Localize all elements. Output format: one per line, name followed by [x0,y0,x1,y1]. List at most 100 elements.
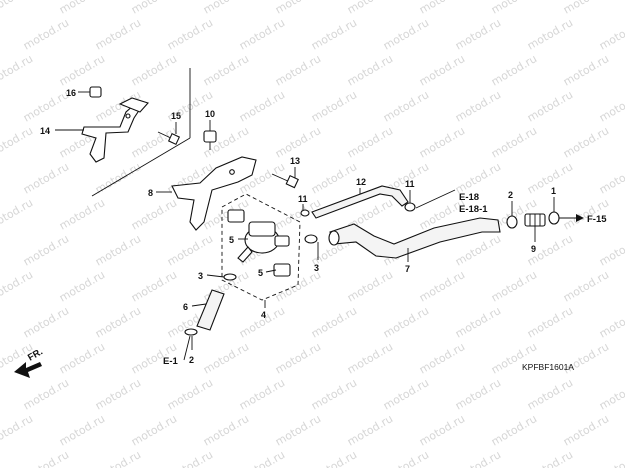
watermark-text: motod.ru [93,376,143,412]
watermark-text: motod.ru [129,0,179,17]
watermark-text: motod.ru [597,304,625,340]
watermark-text: motod.ru [201,412,251,448]
watermark-text: motod.ru [57,340,107,376]
callout-11-right: 11 [405,179,415,189]
watermark-text: motod.ru [489,268,539,304]
watermark-text: motod.ru [561,412,611,448]
watermark-text: motod.ru [525,16,575,52]
watermark-text: motod.ru [237,448,287,468]
watermark-text: motod.ru [21,448,71,468]
watermark-text: motod.ru [93,16,143,52]
callout-8: 8 [148,188,153,198]
watermark-text: motod.ru [417,0,467,17]
bolt-15 [157,131,181,146]
watermark-text: motod.ru [129,412,179,448]
hose-12 [311,185,409,219]
watermark-text: motod.ru [201,52,251,88]
watermark-text: motod.ru [525,448,575,468]
watermark-text: motod.ru [489,124,539,160]
watermark-text: motod.ru [129,196,179,232]
watermark-text: motod.ru [237,376,287,412]
watermark-text: motod.ru [201,0,251,17]
watermark-text: motod.ru [309,304,359,340]
watermark-text: motod.ru [0,196,35,232]
clip-2-lower [184,328,198,336]
watermark-text: motod.ru [165,448,215,468]
watermark-text: motod.ru [0,0,35,17]
watermark-text: motod.ru [453,16,503,52]
callout-15: 15 [171,111,181,121]
watermark-text: motod.ru [21,88,71,124]
watermark-text: motod.ru [597,88,625,124]
callout-labels: 16 14 15 10 8 13 11 5 5 3 3 4 6 2 12 11 … [40,88,556,365]
callout-16: 16 [66,88,76,98]
bracket-14 [81,97,149,163]
watermark-text: motod.ru [21,376,71,412]
front-arrow-icon [14,362,42,378]
watermark-text: motod.ru [309,376,359,412]
watermark-text: motod.ru [21,16,71,52]
ref-e-18-1: E-18-1 [459,204,488,215]
clip-2-right [506,215,518,229]
ref-e-1: E-1 [163,356,179,367]
watermark-text: motod.ru [381,304,431,340]
watermark-text: motod.ru [381,448,431,468]
watermark-text: motod.ru [417,124,467,160]
ref-e-18: E-18 [459,192,479,203]
watermark-text: motod.ru [273,52,323,88]
watermark-text: motod.ru [273,412,323,448]
callout-14: 14 [40,126,50,136]
watermark-text: motod.ru [57,52,107,88]
watermark-text: motod.ru [345,0,395,17]
watermark-text: motod.ru [561,124,611,160]
callout-6: 6 [183,302,188,312]
watermark-text: motod.ru [561,268,611,304]
clip-3 [223,234,318,281]
watermark-text: motod.ru [345,268,395,304]
watermark-text: motod.ru [525,376,575,412]
callout-2-right: 2 [508,190,513,200]
watermark-text: motod.ru [597,232,625,268]
callout-5-lower: 5 [258,268,263,278]
watermark-text: motod.ru [597,160,625,196]
diagram-code: KPFBF1601A [522,362,574,372]
callout-9: 9 [531,244,536,254]
watermark-text: motod.ru [165,16,215,52]
joint-9 [524,213,546,227]
callout-4: 4 [261,310,266,320]
watermark-text: motod.ru [237,88,287,124]
hose-7 [328,217,501,259]
callout-5-upper: 5 [229,235,234,245]
watermark-text: motod.ru [309,16,359,52]
watermark-text: motod.ru [345,412,395,448]
ref-f-15: F-15 [587,214,607,225]
watermark-text: motod.ru [597,376,625,412]
callout-3-left: 3 [198,271,203,281]
watermark-text: motod.ru [525,88,575,124]
watermark-text: motod.ru [345,52,395,88]
watermark-text: motod.ru [93,304,143,340]
reference-arrow-icon [559,214,584,222]
watermark-text: motod.ru [21,232,71,268]
watermark-text: motod.ru [561,0,611,17]
watermark-text: motod.ru [165,232,215,268]
watermark-text: motod.ru [453,448,503,468]
watermark-text: motod.ru [237,16,287,52]
watermark-text: motod.ru [345,340,395,376]
watermark-text: motod.ru [561,52,611,88]
watermark-text: motod.ru [417,52,467,88]
watermark-text: motod.ru [273,340,323,376]
watermark-text: motod.ru [57,0,107,17]
watermark-text: motod.ru [381,16,431,52]
valve-assembly-4 [221,193,301,301]
callout-11-left: 11 [298,194,308,204]
watermark-text: motod.ru [381,376,431,412]
watermark-text: motod.ru [129,268,179,304]
watermark-text: motod.ru [417,340,467,376]
hose-6 [196,289,225,331]
watermark-text: motod.ru [57,412,107,448]
watermark-text: motod.ru [525,304,575,340]
